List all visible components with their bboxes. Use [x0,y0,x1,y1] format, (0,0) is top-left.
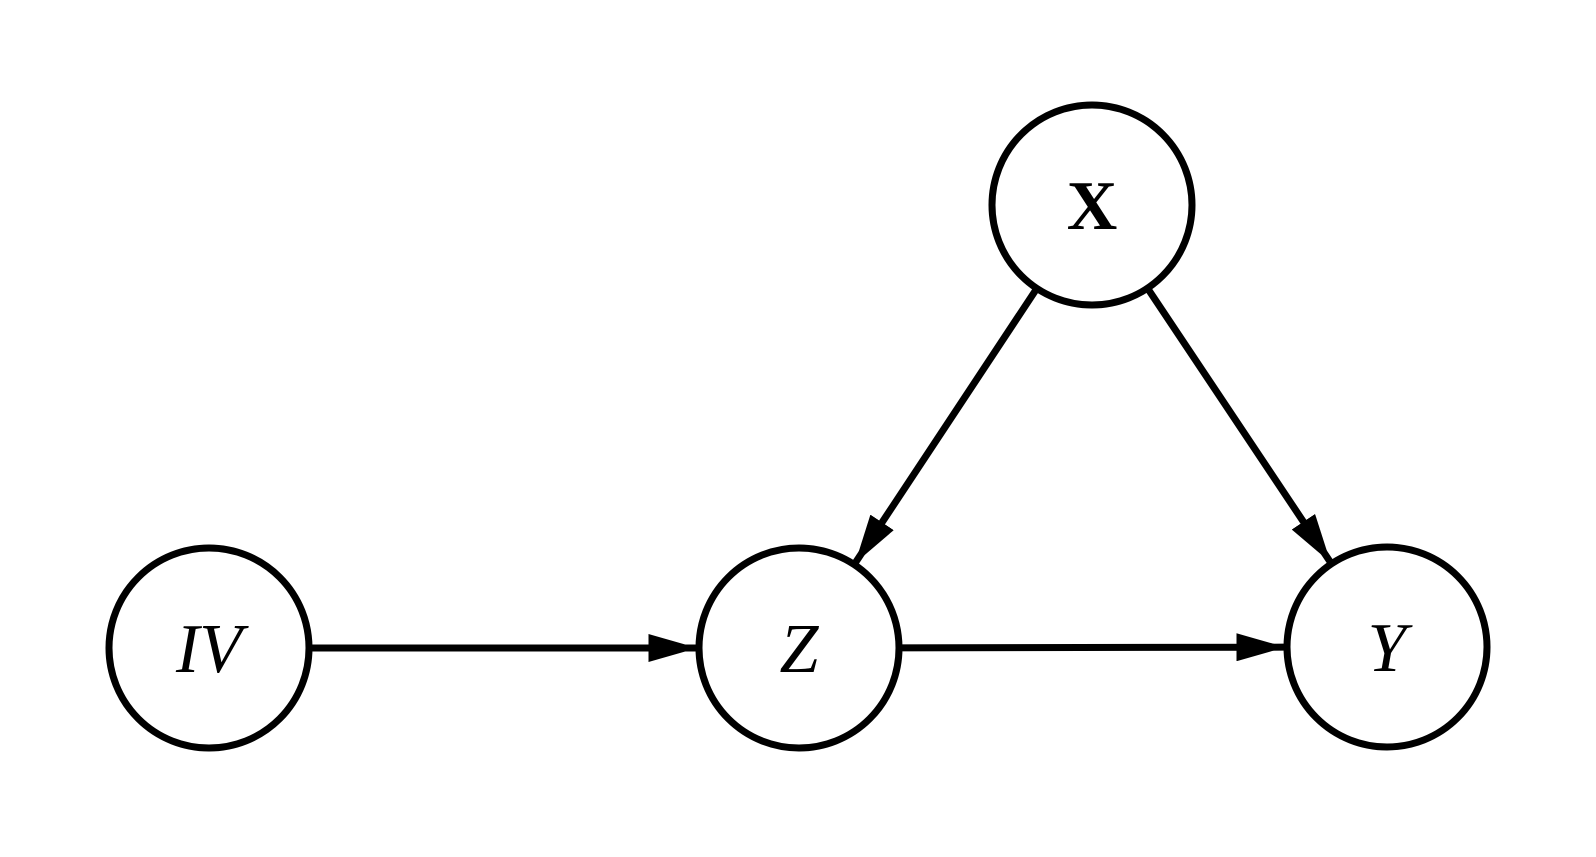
node-Y: Y [1283,543,1491,751]
node-Z: Z [695,544,903,752]
node-circle-Z [695,544,903,752]
node-X: X [988,101,1196,309]
node-label-X: X [1067,168,1118,245]
node-circle-X [988,101,1196,309]
node-label-IV: IV [175,611,249,688]
node-circle-IV [105,544,313,752]
nodes-layer: IV Z Y X [105,101,1491,752]
node-label-Y: Y [1368,610,1414,687]
node-label-Z: Z [780,611,820,688]
node-circle-Y [1283,543,1491,751]
node-IV: IV [105,544,313,752]
